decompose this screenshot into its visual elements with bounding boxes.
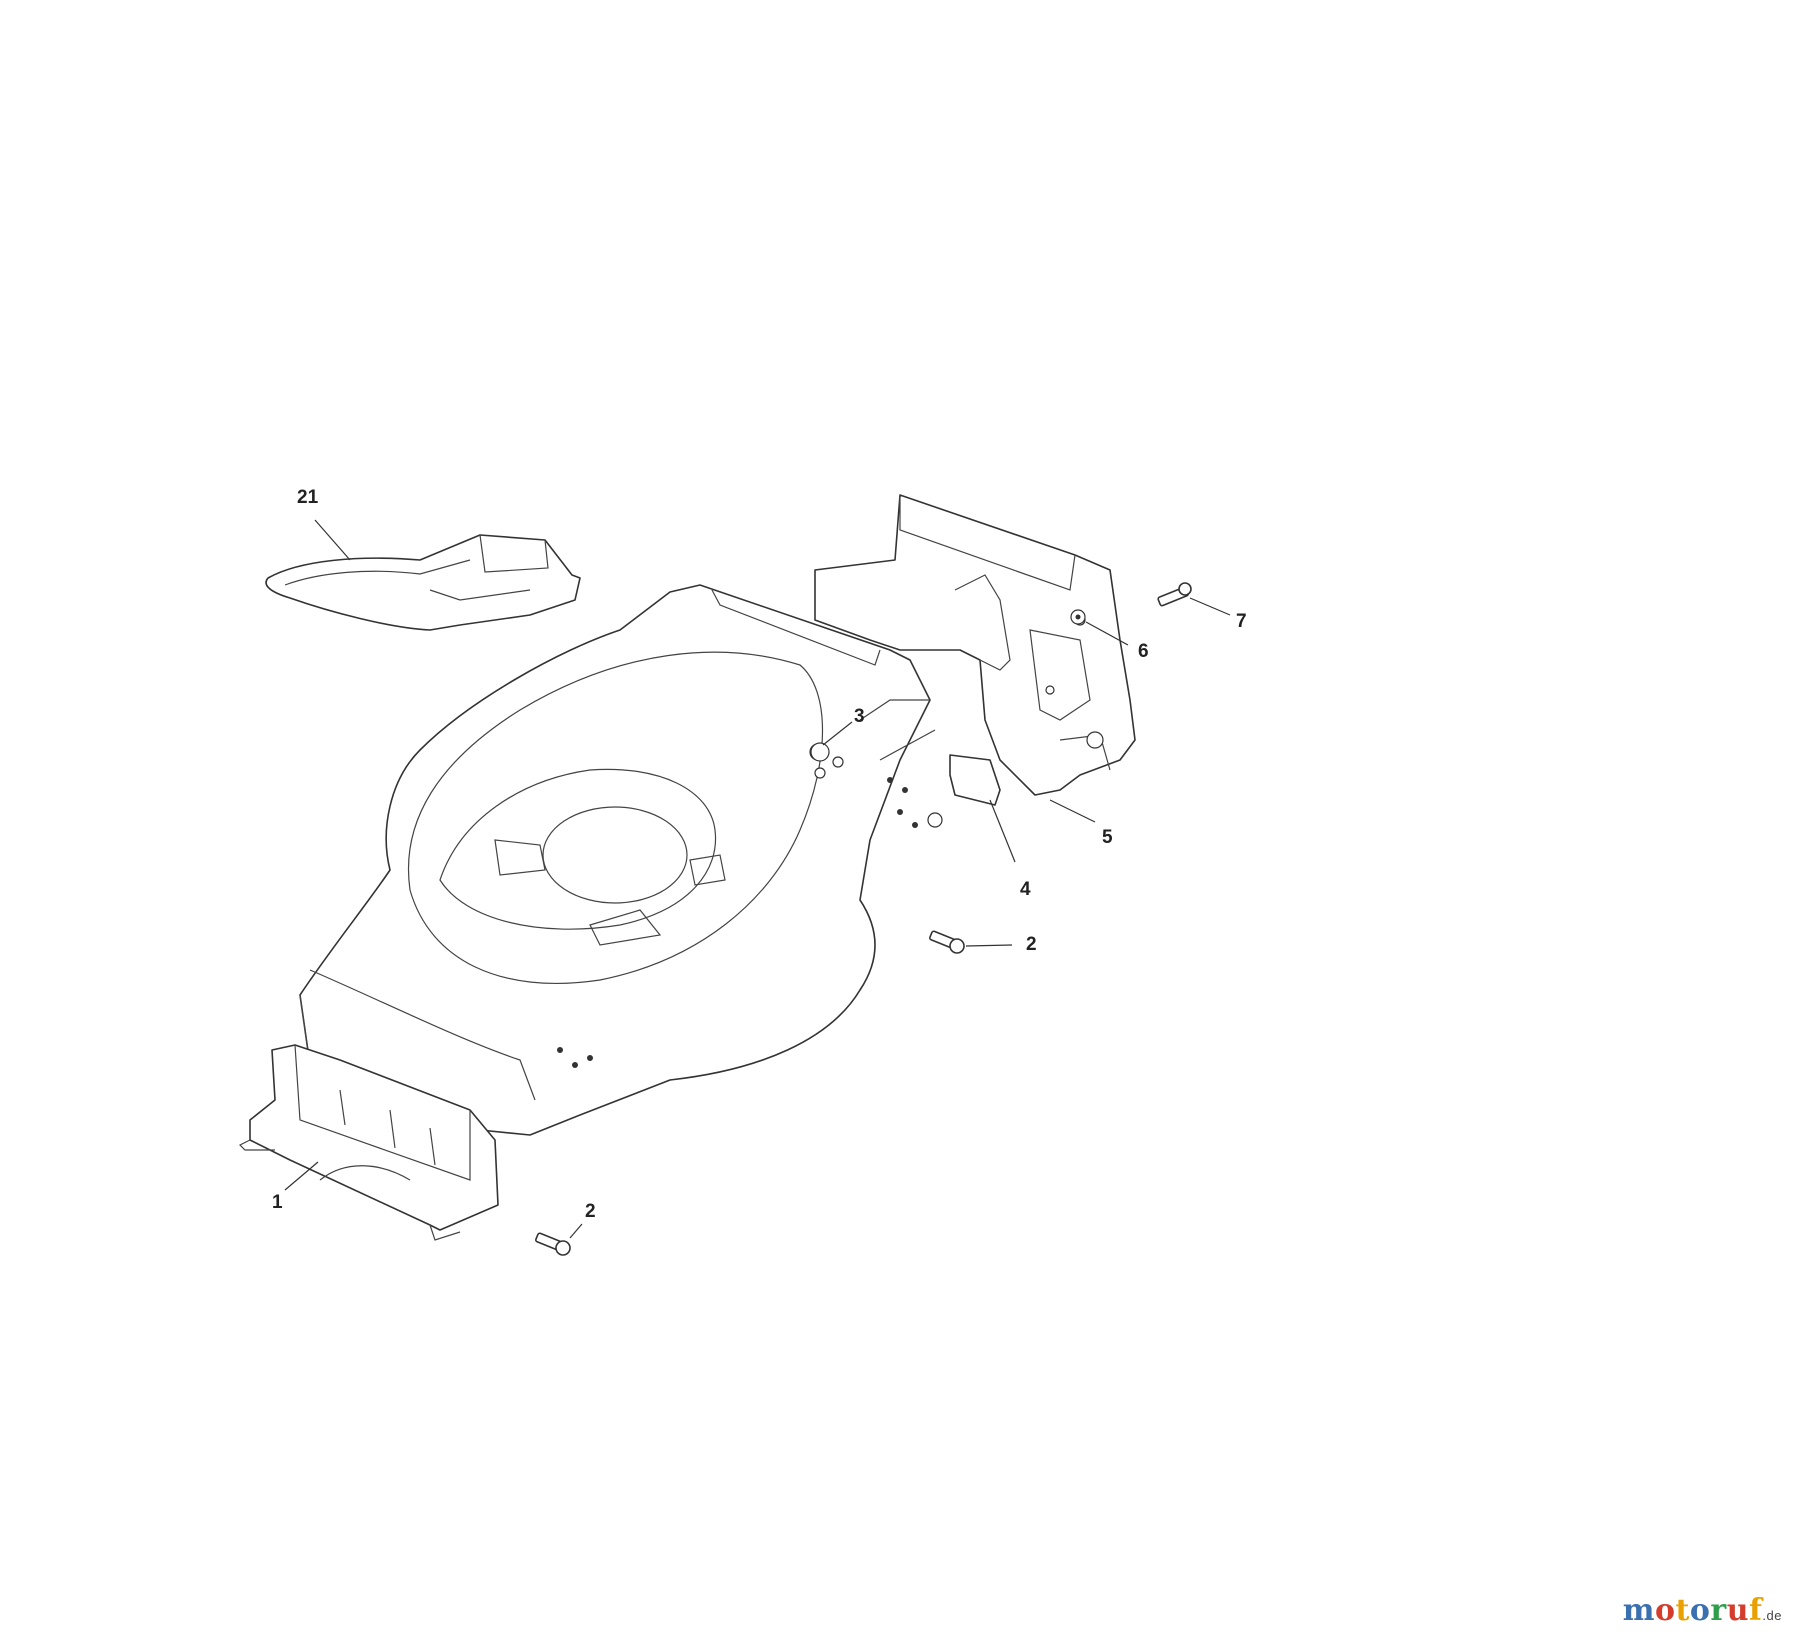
screw-part-2b: [535, 1232, 571, 1256]
watermark-letter: o: [1655, 1593, 1676, 1628]
leader-6: [1085, 621, 1129, 646]
clip-part: [949, 754, 1001, 806]
callout-1: 1: [272, 1192, 283, 1213]
leader-1: [284, 1161, 319, 1191]
leader-4: [989, 799, 1016, 863]
watermark-letter: o: [1689, 1593, 1711, 1628]
leader-7: [1189, 597, 1231, 616]
leader-2a: [965, 944, 1013, 947]
watermark-letter: m: [1622, 1593, 1655, 1628]
deflector-flap-part: [265, 534, 581, 631]
watermark-letter: r: [1710, 1593, 1727, 1628]
leader-lines: [284, 519, 1231, 1239]
callout-3: 3: [854, 706, 865, 727]
callout-4: 4: [1020, 879, 1031, 900]
watermark-suffix: .de: [1762, 1608, 1782, 1623]
washer-part-6: [1070, 609, 1086, 625]
screw-part-7: [1157, 582, 1192, 607]
callout-21: 21: [297, 487, 319, 508]
callout-labels: 21 3 7 6 5 4 2 1 2: [272, 487, 1247, 1222]
watermark-letter: u: [1726, 1593, 1750, 1628]
callout-2b: 2: [585, 1201, 596, 1222]
grommet-part: [810, 742, 830, 762]
callout-6: 6: [1138, 641, 1149, 662]
leader-5: [1049, 799, 1096, 823]
callout-2a: 2: [1026, 934, 1037, 955]
callout-5: 5: [1102, 827, 1113, 848]
leader-2b: [569, 1223, 583, 1239]
screw-part-2a: [929, 930, 965, 954]
callout-7: 7: [1236, 611, 1247, 632]
watermark-letter: f: [1749, 1593, 1763, 1628]
watermark-letter: t: [1675, 1593, 1690, 1628]
mower-deck-housing: [299, 584, 943, 1136]
leader-21: [314, 519, 351, 561]
leader-3: [822, 721, 853, 746]
front-deflector-part: [238, 1044, 499, 1241]
motoruf-watermark-logo: motoruf.de: [1623, 1593, 1782, 1628]
